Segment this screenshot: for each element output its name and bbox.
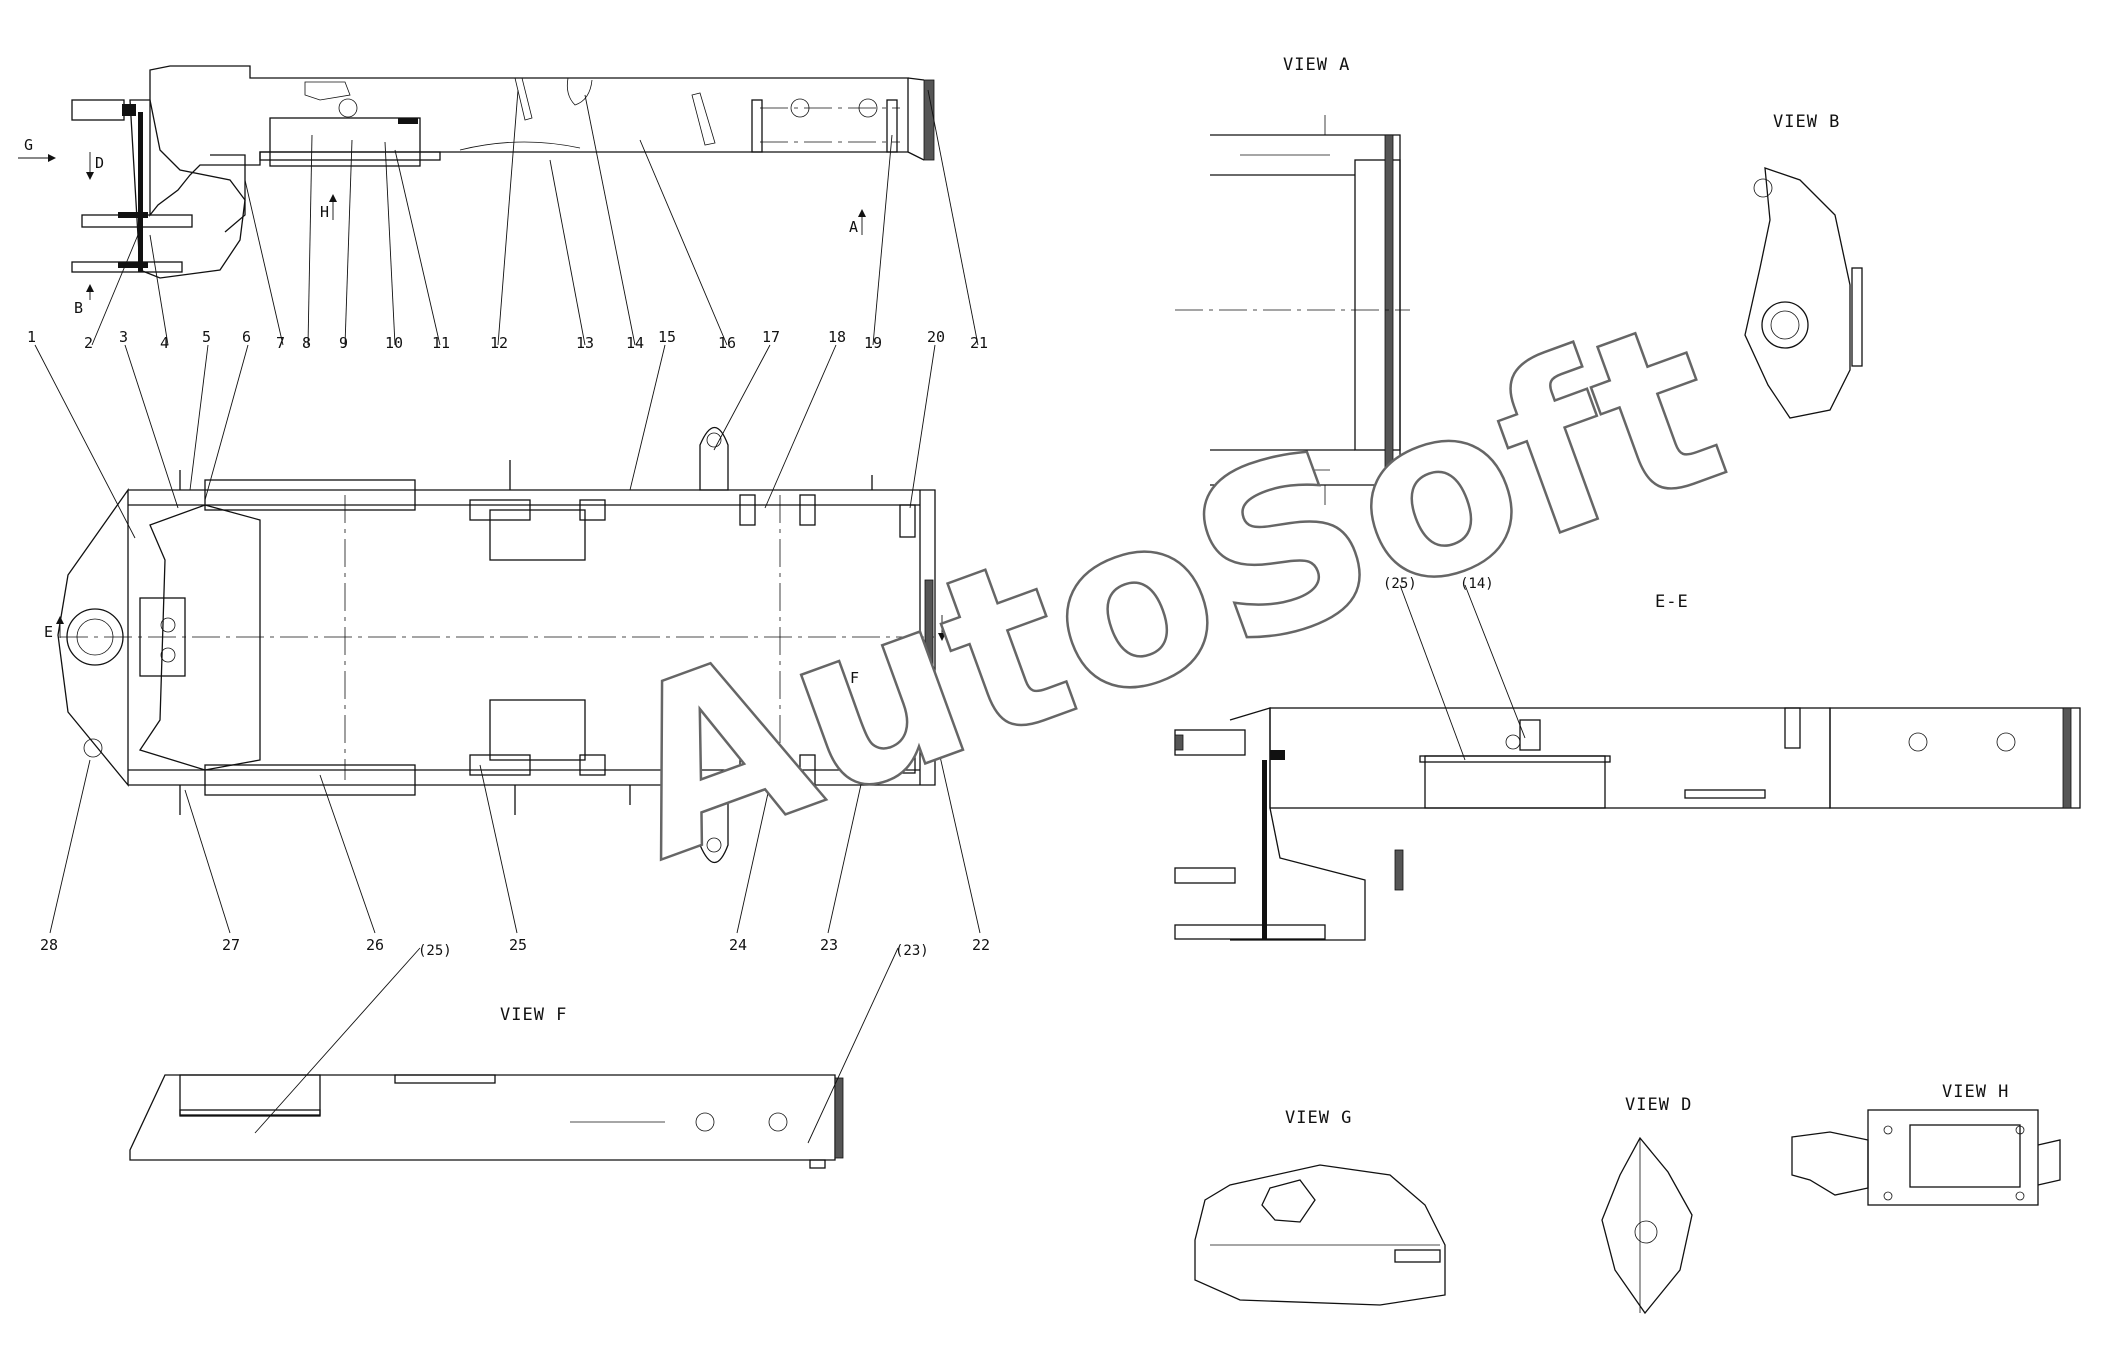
view-b-title: VIEW B <box>1773 112 1840 132</box>
callout-label: 21 <box>970 334 988 352</box>
callout-label: 28 <box>40 936 58 954</box>
view-h-title: VIEW H <box>1942 1082 2009 1102</box>
callout-label: 5 <box>202 328 211 346</box>
leader-lines <box>34 89 1526 1144</box>
view-f-title: VIEW F <box>500 1005 567 1025</box>
callout-label: 23 <box>820 936 838 954</box>
ref-section-right: (14) <box>1460 576 1494 592</box>
callout-label: 12 <box>490 334 508 352</box>
callout-label: 11 <box>432 334 450 352</box>
callouts-bottom-row: 28 27 26 25 24 23 22 <box>40 936 990 954</box>
callout-label: 27 <box>222 936 240 954</box>
marker-a: A <box>849 218 858 236</box>
marker-g: G <box>24 136 33 154</box>
callout-label: 4 <box>160 334 169 352</box>
section-ee-title: E-E <box>1655 592 1689 612</box>
callout-label: 16 <box>718 334 736 352</box>
callout-label: 3 <box>119 328 128 346</box>
marker-b: B <box>74 299 83 317</box>
callout-label: 8 <box>302 334 311 352</box>
direction-marker-labels: G D B H A E E F <box>24 136 959 687</box>
ref-view-f-left: (25) <box>418 943 452 959</box>
ref-view-f-right: (23) <box>895 943 929 959</box>
marker-e-left: E <box>44 623 53 641</box>
marker-e-right: E <box>950 621 959 639</box>
callouts-top-row: 2 4 7 8 9 10 11 12 13 14 16 19 21 <box>84 334 988 352</box>
marker-h: H <box>320 203 329 221</box>
callout-label: 13 <box>576 334 594 352</box>
reference-callouts: (25) (23) (25) (14) <box>418 576 1494 959</box>
callouts-upper-row: 1 3 5 6 15 17 18 20 <box>27 328 945 346</box>
view-d-title: VIEW D <box>1625 1095 1692 1115</box>
callout-label: 10 <box>385 334 403 352</box>
view-a-title: VIEW A <box>1283 55 1350 75</box>
callout-label: 24 <box>729 936 747 954</box>
callout-label: 14 <box>626 334 644 352</box>
callout-label: 2 <box>84 334 93 352</box>
watermark-text: AutoSoft <box>587 270 1753 912</box>
callout-label: 20 <box>927 328 945 346</box>
view-a-drawing <box>1175 115 1410 505</box>
view-h-drawing <box>1791 1109 2061 1206</box>
callout-label: 1 <box>27 328 36 346</box>
view-g-drawing <box>1194 1164 1446 1306</box>
marker-f: F <box>850 669 859 687</box>
callout-label: 19 <box>864 334 882 352</box>
top-side-view <box>71 65 935 279</box>
view-d-drawing <box>1601 1136 1693 1315</box>
marker-d: D <box>95 154 104 172</box>
callout-label: 15 <box>658 328 676 346</box>
callout-label: 26 <box>366 936 384 954</box>
watermark: AutoSoft <box>586 268 1754 912</box>
view-g-title: VIEW G <box>1285 1108 1352 1128</box>
callout-label: 9 <box>339 334 348 352</box>
direction-arrows <box>18 152 946 699</box>
callout-label: 18 <box>828 328 846 346</box>
view-f-drawing <box>129 1074 844 1169</box>
callout-label: 6 <box>242 328 251 346</box>
callout-label: 22 <box>972 936 990 954</box>
main-plan-view <box>57 426 940 864</box>
callout-label: 25 <box>509 936 527 954</box>
view-b-drawing <box>1744 167 1863 419</box>
callout-label: 17 <box>762 328 780 346</box>
section-ee-drawing <box>1174 707 2081 941</box>
ref-section-left: (25) <box>1383 576 1417 592</box>
view-titles: VIEW A VIEW B E-E VIEW F VIEW G VIEW D V… <box>500 55 2009 1128</box>
callout-label: 7 <box>276 334 285 352</box>
